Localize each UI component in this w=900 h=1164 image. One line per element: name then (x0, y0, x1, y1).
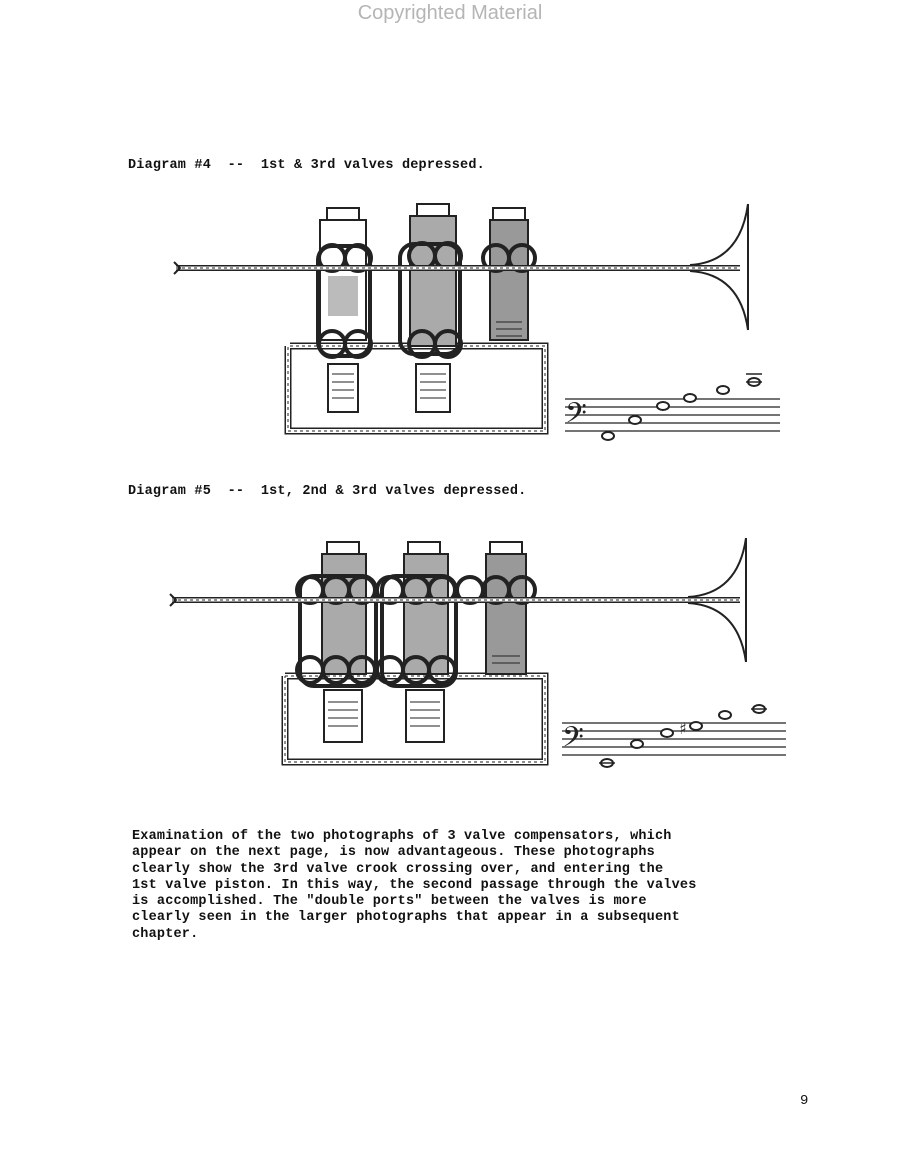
paragraph-line: clearly show the 3rd valve crook crossin… (132, 861, 664, 877)
diagram-5-valve-illustration: 𝄢 ♯ (169, 537, 786, 768)
page-number: 9 (800, 1093, 809, 1109)
paragraph-line: 1st valve piston. In this way, the secon… (132, 877, 697, 893)
svg-text:𝄢: 𝄢 (562, 721, 584, 761)
paragraph-line: clearly seen in the larger photographs t… (132, 910, 680, 926)
body-paragraph: Examination of the two photographs of 3 … (132, 829, 812, 943)
paragraph-line: is accomplished. The "double ports" betw… (132, 894, 647, 910)
copyright-watermark: Copyrighted Material (357, 2, 543, 24)
svg-text:𝄢: 𝄢 (565, 397, 587, 437)
paragraph-line: chapter. (132, 926, 199, 942)
diagram-5-caption: Diagram #5 -- 1st, 2nd & 3rd valves depr… (128, 484, 527, 499)
svg-text:♯: ♯ (679, 719, 687, 738)
diagram-4-caption: Diagram #4 -- 1st & 3rd valves depressed… (128, 158, 485, 173)
diagram-4-valve-illustration: 𝄢 (173, 203, 780, 441)
paragraph-line: Examination of the two photographs of 3 … (132, 829, 672, 844)
paragraph-line: appear on the next page, is now advantag… (132, 845, 655, 861)
